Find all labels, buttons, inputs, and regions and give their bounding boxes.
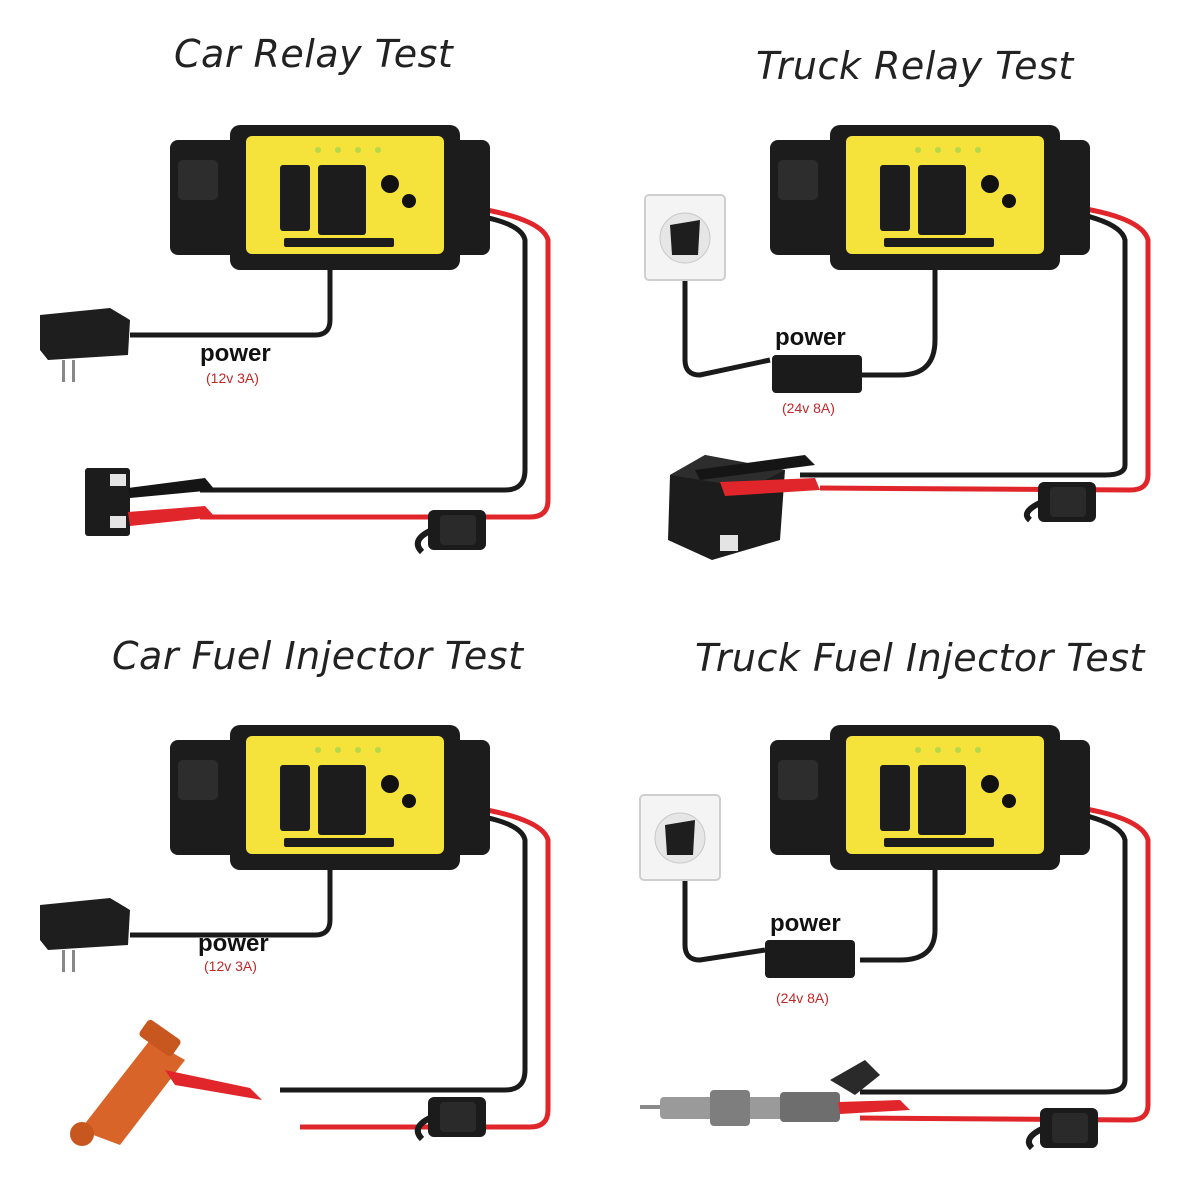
relay-icon <box>85 468 215 536</box>
panel-truck-fuel-injector-test: Truck Fuel Injector Test <box>600 600 1200 1200</box>
power-label: power <box>198 930 269 957</box>
wall-adapter-icon <box>40 898 130 972</box>
negative-wire <box>130 270 333 338</box>
power-brick-icon <box>765 940 855 978</box>
power-brick-icon <box>772 355 862 393</box>
diesel-injector-icon <box>640 1060 910 1126</box>
gt106-device-icon <box>170 725 490 870</box>
power-spec-label: (12v 3A) <box>204 958 257 974</box>
power-spec-label: (24v 8A) <box>782 400 835 416</box>
fuse-holder-icon <box>414 1097 486 1142</box>
negative-wire <box>860 870 938 963</box>
panel-car-relay-test: Car Relay Test <box>0 0 600 600</box>
power-label: power <box>770 910 841 937</box>
panel-title: Truck Relay Test <box>756 44 1074 88</box>
truck-relay-diagram <box>644 125 1151 560</box>
truck-injector-diagram <box>639 725 1151 1151</box>
fuse-holder-icon <box>1024 482 1096 523</box>
panel-title: Truck Fuel Injector Test <box>695 636 1145 680</box>
fuel-injector-icon <box>70 1019 262 1146</box>
panel-title: Car Fuel Injector Test <box>112 634 524 678</box>
power-label: power <box>200 340 271 367</box>
negative-wire <box>682 255 771 378</box>
negative-wire <box>860 270 938 378</box>
fuse-holder-icon <box>1026 1108 1098 1151</box>
panel-truck-relay-test: Truck Relay Test <box>600 0 1200 600</box>
power-spec-label: (12v 3A) <box>206 370 259 386</box>
wall-socket-icon <box>639 794 721 881</box>
negative-wire <box>682 855 766 963</box>
gt106-device-icon <box>770 125 1090 270</box>
wall-socket-icon <box>644 194 726 281</box>
gt106-device-icon <box>170 125 490 270</box>
fuse-holder-icon <box>414 510 486 555</box>
power-label: power <box>775 324 846 351</box>
power-spec-label: (24v 8A) <box>776 990 829 1006</box>
panel-title: Car Relay Test <box>174 32 454 76</box>
wall-adapter-icon <box>40 308 130 382</box>
car-injector-diagram <box>40 725 551 1146</box>
panel-car-fuel-injector-test: Car Fuel Injector Test <box>0 600 600 1200</box>
gt106-device-icon <box>770 725 1090 870</box>
car-relay-diagram <box>40 125 551 555</box>
relay-icon <box>668 455 820 560</box>
negative-wire <box>130 870 333 938</box>
